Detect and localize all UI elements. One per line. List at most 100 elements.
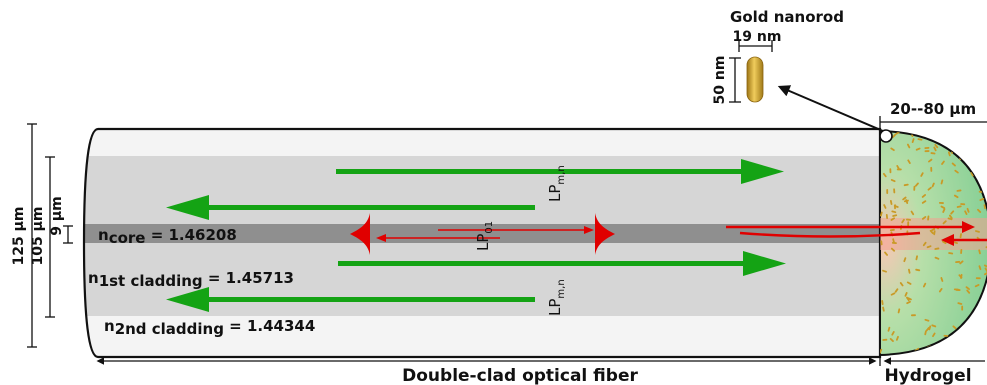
- nanorod-speck: [906, 218, 911, 221]
- nanorod-speck: [975, 230, 980, 233]
- nanorod-speck: [938, 201, 944, 204]
- nanorod-speck: [882, 338, 888, 341]
- nanorod-speck: [934, 247, 940, 250]
- length-arrows: [96, 356, 985, 366]
- nanorod-speck: [882, 306, 885, 312]
- nanorod-speck: [891, 210, 897, 214]
- nanorod-speck: [943, 334, 949, 337]
- nanorod-speck: [965, 286, 970, 290]
- nanorod-speck: [964, 334, 967, 340]
- fiber-core: [84, 224, 880, 243]
- nanorod-speck: [941, 240, 947, 245]
- nanorod-speck: [931, 182, 935, 188]
- nanorod-speck: [889, 168, 892, 174]
- nanorod-speck: [940, 205, 946, 209]
- nanorod-speck: [906, 296, 910, 302]
- core-mode-profile-right: [595, 213, 615, 255]
- nanorod-speck: [958, 274, 963, 279]
- nanorod-speck: [884, 251, 888, 256]
- nanorod-speck: [915, 255, 918, 261]
- nanorod-speck: [927, 215, 930, 221]
- svg-text:LPm,n: LPm,n: [546, 279, 567, 316]
- core-diameter-label: 9 µm: [49, 196, 65, 236]
- nanorod-speck: [934, 143, 939, 149]
- nanorod-speck: [960, 203, 966, 206]
- nanorod-speck: [930, 152, 936, 155]
- nanorod-speck: [904, 291, 908, 297]
- nanorod-speck: [890, 179, 896, 183]
- nanorod-speck: [889, 199, 893, 205]
- nanorod-speck: [951, 162, 956, 167]
- cladding-arrow-upper-forward: [336, 159, 784, 184]
- nanorod-speck: [906, 300, 911, 305]
- nanorod-speck: [924, 150, 930, 153]
- nanorod-speck: [949, 214, 953, 220]
- nanorod-speck: [890, 147, 895, 152]
- hydrogel-label: Hydrogel: [884, 366, 971, 385]
- nanorod-speck: [907, 159, 911, 164]
- nanorod-title: Gold nanorod: [730, 8, 844, 26]
- nanorod-speck: [907, 221, 910, 227]
- nanorod-pointer-arrow: [777, 85, 884, 132]
- gold-nanorod-icon: [746, 56, 764, 103]
- nanorod-speck: [975, 277, 981, 280]
- nanorod-speck: [948, 252, 954, 255]
- nanorod-speck: [928, 158, 933, 163]
- nanorod-speck: [953, 288, 959, 291]
- nanorod-speck: [889, 337, 894, 342]
- nanorod-speck: [880, 211, 883, 217]
- nanorod-speck: [927, 186, 932, 191]
- nanorod-speck: [983, 264, 987, 268]
- nanorod-speck: [966, 289, 971, 294]
- core-mode-profile-left: [350, 213, 370, 255]
- nanorod-speck: [880, 240, 883, 246]
- nanorod-speck: [952, 325, 957, 330]
- nanorod-speck: [976, 342, 980, 348]
- nanorod-speck: [931, 324, 937, 328]
- nanorod-speck: [942, 220, 947, 225]
- nanorod-speck: [903, 183, 909, 187]
- cladding2-index-label: n2nd cladding = 1.44344: [104, 317, 315, 338]
- nanorod-speck: [977, 155, 981, 161]
- nanorod-speck: [929, 229, 934, 235]
- nanorod-speck: [894, 204, 896, 210]
- hydrogel-cap: [879, 129, 987, 357]
- nanorod-speck: [886, 189, 889, 195]
- nanorod-speck: [899, 282, 904, 287]
- nanorod-speck: [924, 146, 930, 150]
- nanorod-speck: [882, 269, 887, 273]
- core-light-return: [739, 231, 921, 238]
- core-light: [350, 213, 987, 255]
- nanorod-speck: [934, 256, 940, 260]
- nanorod-speck: [892, 214, 898, 217]
- nanorod-specks: [880, 131, 987, 354]
- nanorod-speck: [910, 314, 916, 317]
- nanorod-speck: [974, 284, 980, 288]
- nanorod-speck: [922, 241, 927, 247]
- cladding1-index-label: n1st cladding = 1.45713: [88, 269, 294, 290]
- nanorod-speck: [915, 268, 921, 272]
- nanorod-speck: [970, 171, 974, 177]
- hydrogel-thickness-dimension: [879, 116, 987, 128]
- nanorod-width-label: 19 nm: [733, 29, 782, 45]
- nanorod-speck: [893, 188, 896, 194]
- nanorod-speck: [933, 146, 937, 152]
- nanorod-speck: [892, 238, 895, 244]
- nanorod-locator-circle: [879, 129, 893, 143]
- nanorod-speck: [955, 260, 961, 264]
- nanorod-speck: [950, 210, 955, 215]
- nanorod-speck: [961, 337, 965, 343]
- nanorod-speck: [940, 277, 944, 282]
- nanorod-speck: [894, 288, 899, 293]
- nanorod-speck: [908, 268, 911, 274]
- nanorod-speck: [895, 131, 900, 135]
- inner-cladding-diameter-label: 105 µm: [30, 207, 46, 266]
- fiber-label: Double-clad optical fiber: [402, 366, 638, 385]
- nanorod-speck: [933, 230, 936, 236]
- cladding-arrow-lower-forward: [338, 251, 786, 276]
- cladding-mode-label-lower: LPm,n: [546, 279, 567, 316]
- nanorod-speck: [889, 228, 895, 232]
- nanorod-speck: [981, 307, 987, 311]
- nanorod-speck: [881, 300, 884, 306]
- svg-text:LP01: LP01: [474, 221, 495, 251]
